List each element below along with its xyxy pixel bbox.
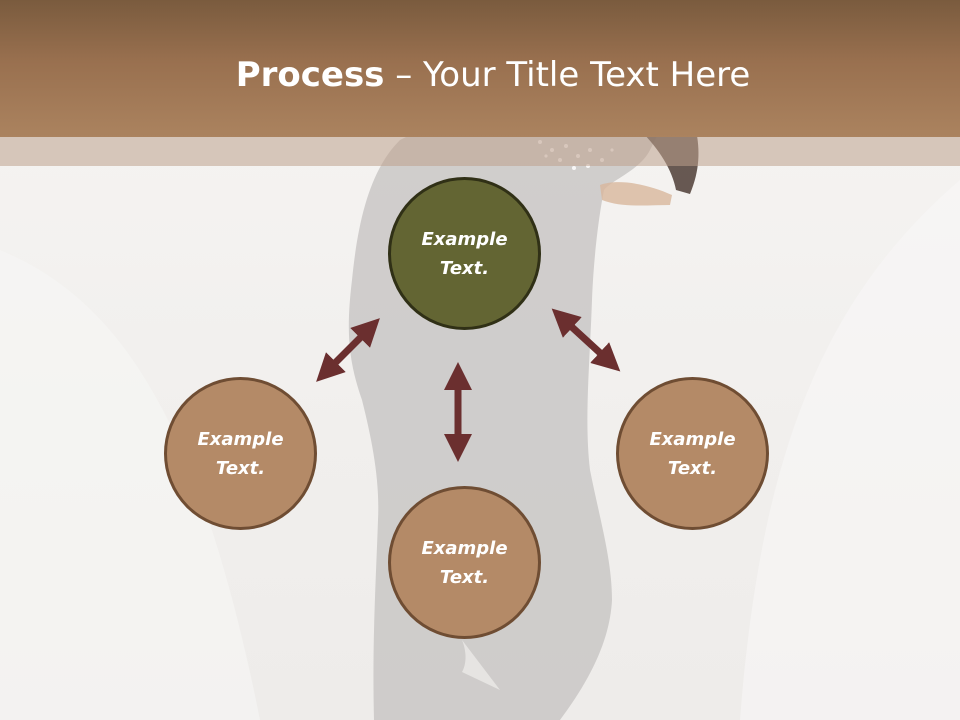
node-right: Example Text. [616,377,769,530]
title-bar: Process – Your Title Text Here [0,0,960,137]
node-top-text: Example Text. [421,228,508,279]
arrow-top-left [316,318,380,382]
node-bottom-text: Example Text. [421,537,508,588]
node-left: Example Text. [164,377,317,530]
node-top: Example Text. [388,177,541,330]
node-right-text: Example Text. [649,428,736,479]
title-bold: Process [235,55,385,95]
title-rest: – Your Title Text Here [384,55,751,95]
node-bottom: Example Text. [388,486,541,639]
node-left-text: Example Text. [197,428,284,479]
arrow-top-right [551,308,621,372]
header-band [0,137,960,166]
page-title: Process – Your Title Text Here [0,50,960,100]
